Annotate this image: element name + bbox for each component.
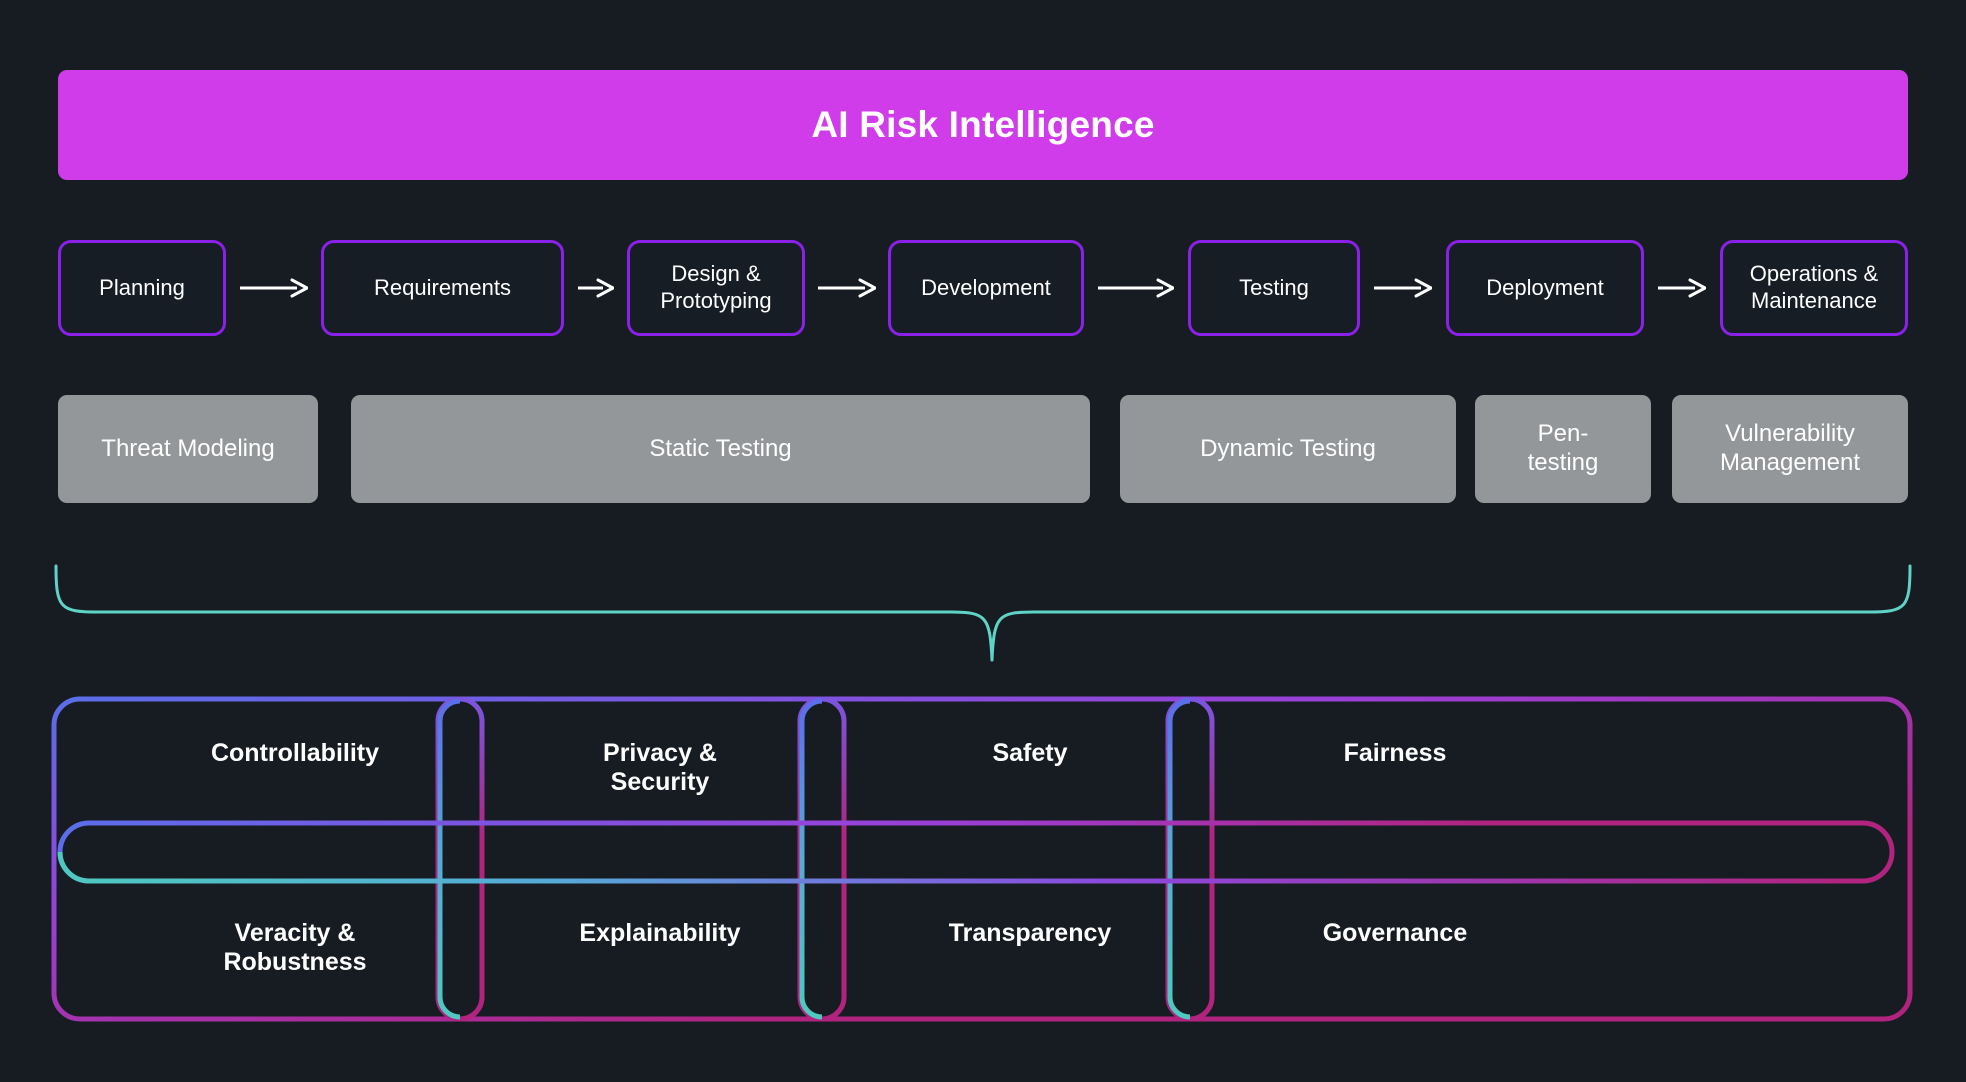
pipeline-stage-label: Planning [99,274,185,300]
lifecycle-pipeline: Planning Requirements Design & Prototyping… [58,240,1908,340]
pipeline-stage-label: Requirements [374,274,511,300]
testing-bar-label: Threat Modeling [101,434,275,462]
lattice-row-band-accent [57,851,1856,884]
title-banner: AI Risk Intelligence [58,70,1908,180]
grouping-brace [50,560,1916,670]
pipeline-stage-testing[interactable]: Testing [1188,240,1360,336]
lattice-column-divider-accent-3 [1167,698,1191,1020]
testing-bar-pen-testing[interactable]: Pen- testing [1475,395,1651,503]
arrow-right-icon [1374,278,1432,298]
arrow-right-icon [818,278,876,298]
testing-bar-threat-modeling[interactable]: Threat Modeling [58,395,318,503]
pipeline-stage-label: Design & Prototyping [660,261,772,313]
pipeline-stage-deployment[interactable]: Deployment [1446,240,1644,336]
arrow-right-icon [240,278,308,298]
testing-bar-vulnerability-management[interactable]: Vulnerability Management [1672,395,1908,503]
testing-bar-label: Static Testing [649,434,792,462]
testing-activities-row: Threat Modeling Static Testing Dynamic Tes… [58,395,1908,505]
pipeline-stage-operations-maintenance[interactable]: Operations & Maintenance [1720,240,1908,336]
page-title: AI Risk Intelligence [811,104,1155,145]
arrow-right-icon [1658,278,1706,298]
pipeline-stage-label: Deployment [1486,274,1604,300]
testing-bar-static-testing[interactable]: Static Testing [351,395,1090,503]
lattice-column-divider-3 [1165,696,1215,1022]
pipeline-stage-planning[interactable]: Planning [58,240,226,336]
lattice-column-divider-accent-2 [799,698,823,1020]
testing-bar-dynamic-testing[interactable]: Dynamic Testing [1120,395,1456,503]
lattice-column-divider-1 [435,696,485,1022]
pipeline-stage-label: Development [921,274,1051,300]
pipeline-stage-label: Operations & Maintenance [1749,261,1879,313]
pipeline-stage-development[interactable]: Development [888,240,1084,336]
lattice-row-band [57,820,1895,884]
pipeline-stage-requirements[interactable]: Requirements [321,240,564,336]
pipeline-stage-label: Testing [1239,274,1309,300]
lattice-column-divider-accent-1 [437,698,461,1020]
testing-bar-label: Pen- testing [1527,420,1599,476]
testing-bar-label: Vulnerability Management [1719,420,1861,476]
brace-stroke [54,564,1912,662]
lattice-column-divider-2 [797,696,847,1022]
pipeline-stage-design-prototyping[interactable]: Design & Prototyping [627,240,805,336]
testing-bar-label: Dynamic Testing [1200,434,1376,462]
arrow-right-icon [578,278,614,298]
lattice-outer-frame [51,696,1913,1022]
arrow-right-icon [1098,278,1174,298]
